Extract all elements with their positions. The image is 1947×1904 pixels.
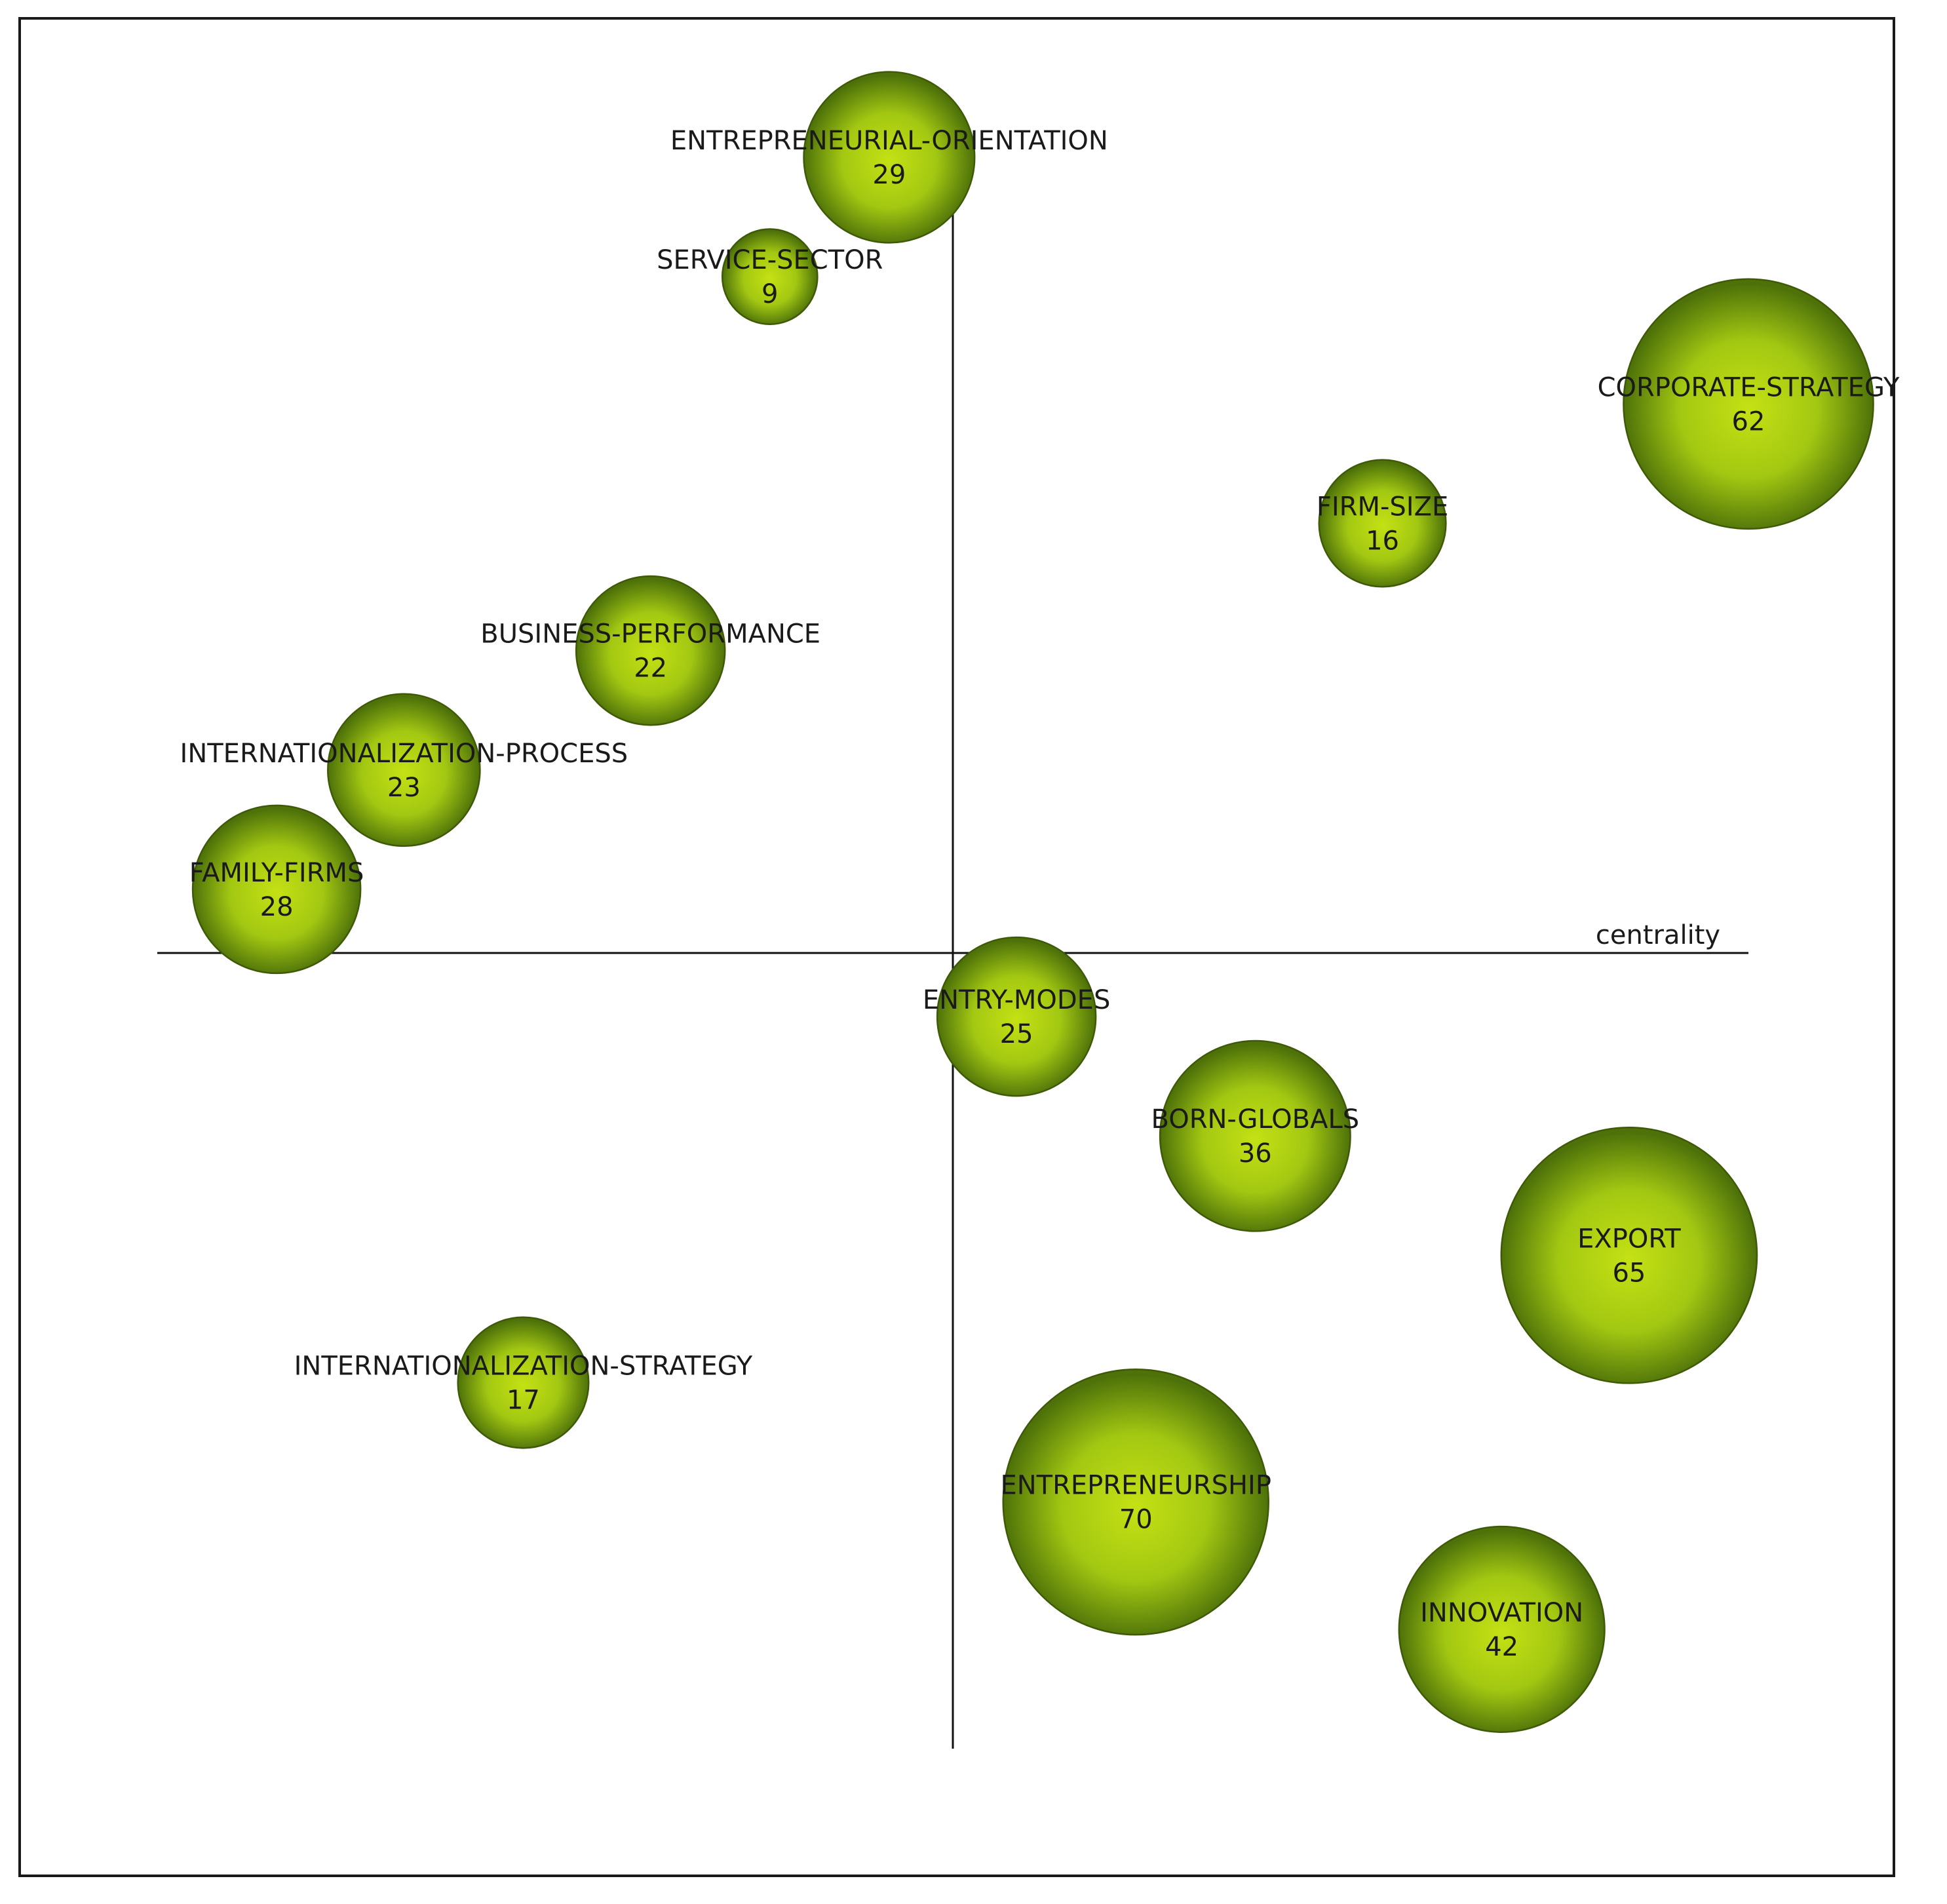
bubble-count: 70 xyxy=(1119,1505,1153,1535)
bubble-label: ENTREPRENEURSHIP xyxy=(1000,1471,1271,1501)
bubble-label: FAMILY-FIRMS xyxy=(189,858,364,888)
x-axis-title: centrality xyxy=(1596,920,1720,950)
bubble-business-performance[interactable] xyxy=(575,575,726,726)
bubble-label: SERVICE-SECTOR xyxy=(657,245,883,275)
bubble-count: 17 xyxy=(507,1386,540,1416)
bubble-count: 25 xyxy=(1000,1019,1033,1049)
bubble-label: INTERNATIONALIZATION-PROCESS xyxy=(180,739,628,769)
labels-layer: ENTREPRENEURIAL-ORIENTATION 29SERVICE-SEC… xyxy=(180,126,1900,1662)
bubble-count: 28 xyxy=(260,892,294,922)
bubble-internationalization-strategy[interactable] xyxy=(457,1316,590,1449)
bubble-count: 23 xyxy=(387,773,421,803)
bubble-count: 36 xyxy=(1239,1138,1272,1169)
bubble-label: EXPORT xyxy=(1577,1224,1681,1254)
bubble-count: 62 xyxy=(1732,406,1765,437)
bubble-internationalization-process[interactable] xyxy=(327,693,481,847)
bubble-count: 42 xyxy=(1485,1632,1518,1662)
bubble-label: CORPORATE-STRATEGY xyxy=(1598,372,1900,402)
bubble-count: 9 xyxy=(761,279,778,309)
bubble-label: ENTREPRENEURIAL-ORIENTATION xyxy=(670,126,1108,156)
bubble-label: INNOVATION xyxy=(1420,1598,1583,1628)
bubble-firm-size[interactable] xyxy=(1318,459,1447,588)
bubble-entrepreneurship[interactable] xyxy=(1002,1368,1269,1636)
bubble-label: BUSINESS-PERFORMANCE xyxy=(480,619,820,650)
bubble-born-globals[interactable] xyxy=(1159,1039,1351,1232)
bubble-count: 65 xyxy=(1612,1258,1646,1288)
bubble-count: 22 xyxy=(634,653,667,684)
bubble-count: 16 xyxy=(1366,526,1399,556)
bubble-label: BORN-GLOBALS xyxy=(1151,1104,1359,1135)
bubble-label: ENTRY-MODES xyxy=(923,985,1110,1015)
bubble-service-sector[interactable] xyxy=(721,228,819,325)
bubble-innovation[interactable] xyxy=(1398,1525,1606,1733)
bubble-entrepreneurial-orientation[interactable] xyxy=(803,71,976,244)
bubbles-layer xyxy=(191,71,1874,1733)
bubble-entry-modes[interactable] xyxy=(936,936,1097,1097)
bubble-export[interactable] xyxy=(1500,1126,1758,1384)
bubble-label: FIRM-SIZE xyxy=(1317,492,1448,522)
bubble-count: 29 xyxy=(872,160,906,190)
bubble-family-firms[interactable] xyxy=(191,804,362,975)
bubble-corporate-strategy[interactable] xyxy=(1623,278,1874,530)
bubble-label: INTERNATIONALIZATION-STRATEGY xyxy=(294,1351,753,1382)
